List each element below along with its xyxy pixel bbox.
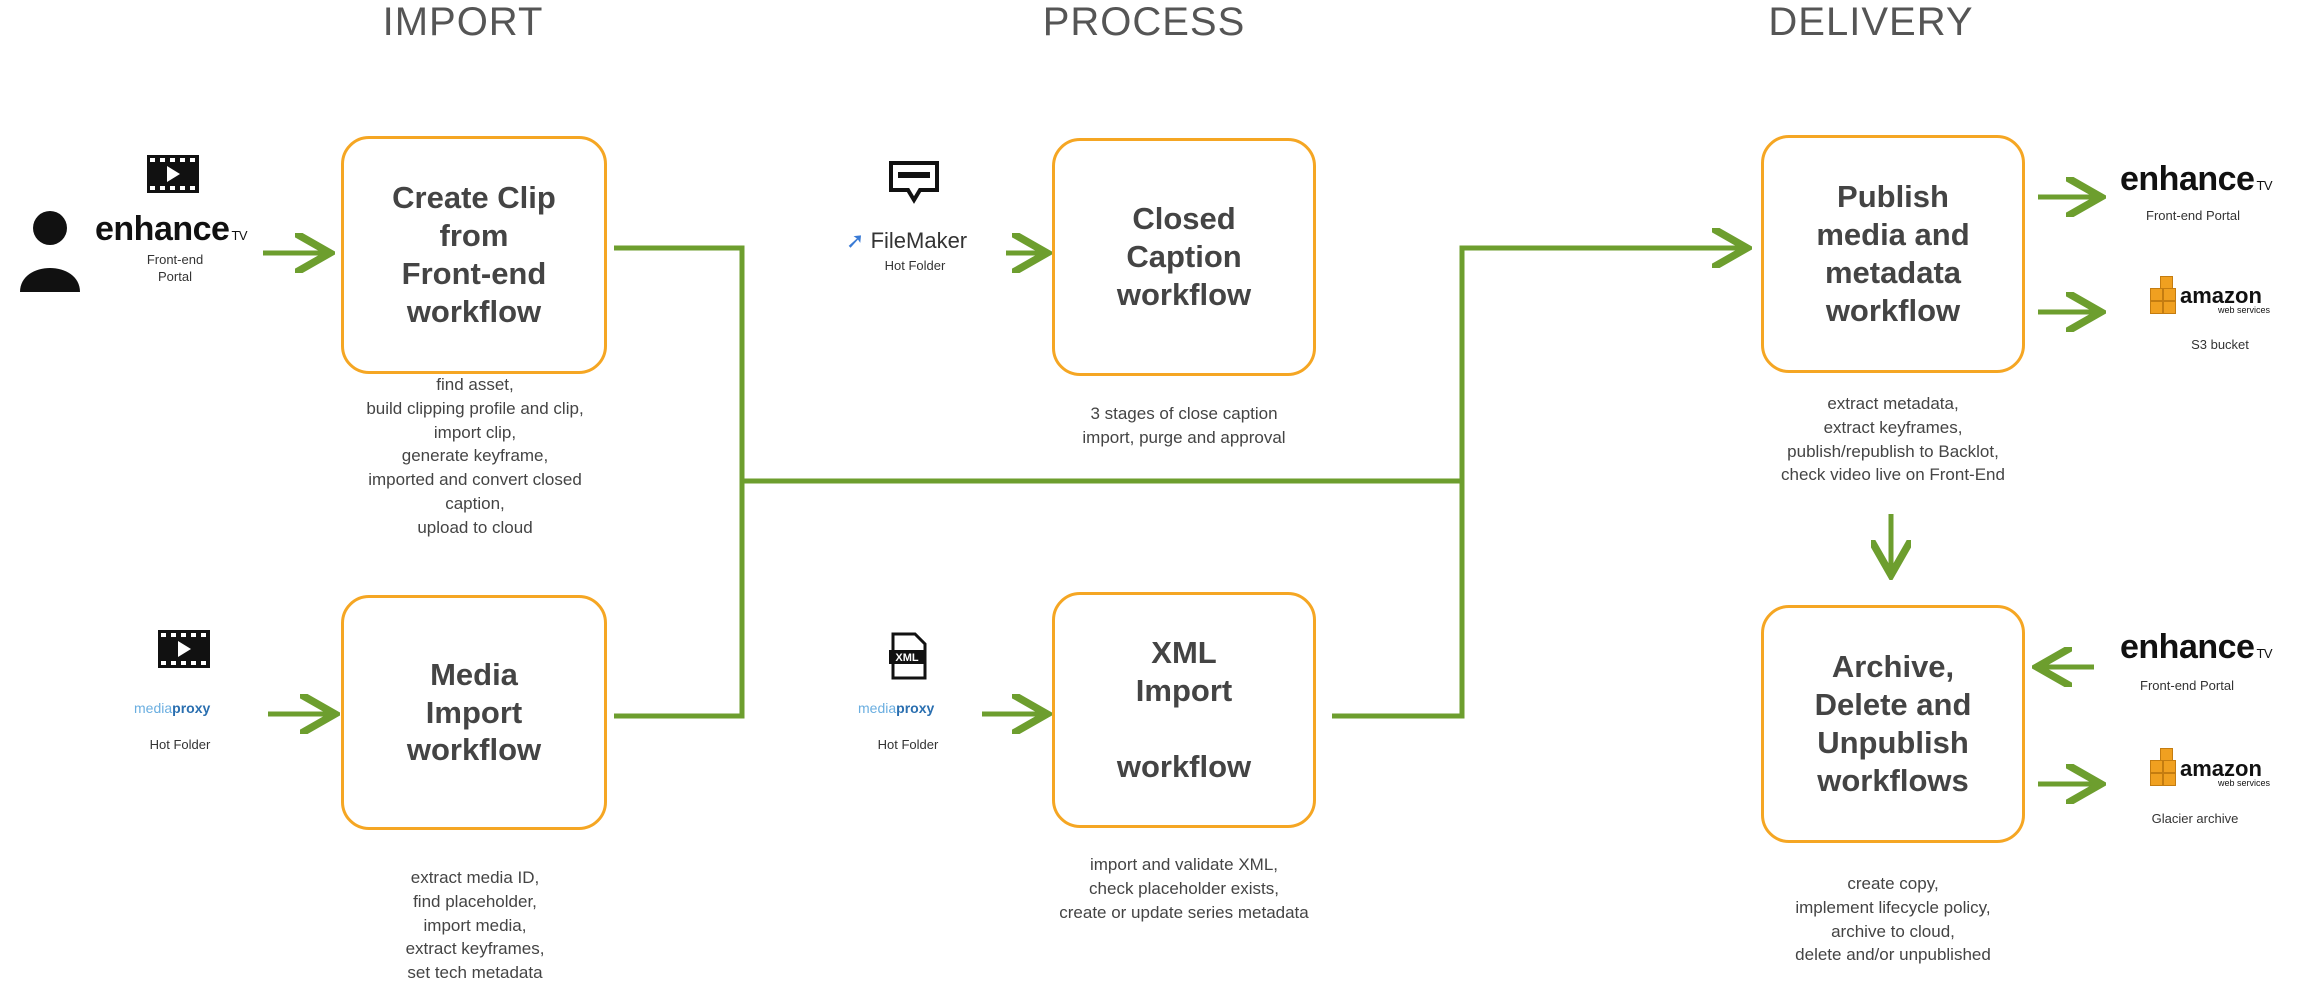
mediaproxy-logo-process: mediaproxy (858, 700, 935, 716)
frontend-portal-label-import: Front-end Portal (146, 252, 204, 284)
closed-caption-workflow[interactable]: Closed Caption workflow (1052, 138, 1316, 376)
xml-file-icon: XML (889, 632, 927, 680)
aws-cubes-icon (2150, 748, 2190, 788)
person-icon (20, 211, 80, 292)
connector-xml-bus (1332, 248, 1742, 719)
film-icon (147, 155, 199, 193)
archive-caption: create copy, implement lifecycle policy,… (1795, 874, 1991, 965)
create-clip-workflow[interactable]: Create Clip from Front-end workflow (341, 136, 607, 374)
media-import-workflow[interactable]: Media Import workflow (341, 595, 607, 830)
stage-process: PROCESS (1042, 0, 1246, 44)
xml-import-workflow[interactable]: XML Import workflow (1052, 592, 1316, 828)
s3-bucket-label: S3 bucket (2191, 337, 2249, 352)
closed-caption-caption: 3 stages of close caption import, purge … (1082, 404, 1286, 447)
frontend-portal-label-top: Front-end Portal (2146, 208, 2240, 223)
media-import-caption: extract media ID, find placeholder, impo… (405, 868, 545, 983)
hot-folder-label-process: Hot Folder (877, 737, 939, 752)
publish-workflow[interactable]: Publish media and metadata workflow (1761, 135, 2025, 373)
speech-bubble-icon (889, 161, 939, 204)
glacier-archive-label: Glacier archive (2151, 811, 2239, 826)
mediaproxy-logo-import: mediaproxy (134, 700, 211, 716)
hot-folder-label-filemaker: Hot Folder (884, 258, 946, 273)
frontend-portal-label-bottom: Front-end Portal (2140, 678, 2234, 693)
xml-icon-label: XML (895, 652, 919, 664)
xml-import-caption: import and validate XML, check placehold… (1059, 855, 1309, 922)
create-clip-caption: find asset, build clipping profile and c… (366, 375, 584, 537)
stage-import: IMPORT (382, 0, 544, 44)
hot-folder-label-import: Hot Folder (149, 737, 211, 752)
archive-workflow[interactable]: Archive, Delete and Unpublish workflows (1761, 605, 2025, 843)
aws-cubes-icon (2150, 276, 2190, 316)
filemaker-logo: ➚ FileMaker (846, 228, 968, 253)
publish-caption: extract metadata, extract keyframes, pub… (1781, 394, 2005, 485)
stage-delivery: DELIVERY (1768, 0, 1974, 44)
film-icon (158, 630, 210, 668)
